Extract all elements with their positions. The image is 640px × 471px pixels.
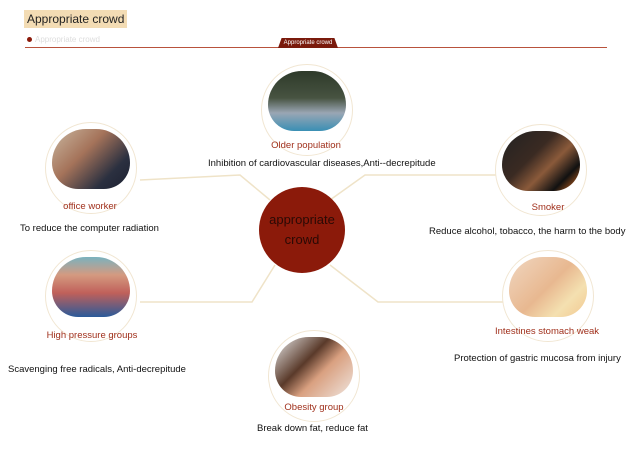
obesity-photo: [275, 337, 353, 397]
desc-high-pressure: Scavenging free radicals, Anti-decrepitu…: [8, 364, 186, 375]
subtitle: Appropriate crowd: [27, 35, 100, 44]
desc-intestines: Protection of gastric mucosa from injury: [454, 353, 621, 364]
line-top-right: [329, 174, 500, 201]
node-high-pressure: [45, 250, 137, 342]
node-intestines: [502, 250, 594, 342]
section-tab: Appropriate crowd: [278, 38, 338, 48]
line-bottom-right: [329, 264, 510, 303]
desc-smoker: Reduce alcohol, tobacco, the harm to the…: [429, 226, 626, 237]
intestines-photo: [509, 257, 587, 317]
subtitle-text: Appropriate crowd: [35, 35, 100, 44]
center-circle: appropriate crowd: [259, 187, 345, 273]
label-older-population: Older population: [271, 140, 341, 151]
label-intestines: Intestines stomach weak: [494, 326, 600, 337]
line-top: [139, 174, 271, 201]
node-older-population: [261, 64, 353, 156]
node-smoker: [495, 124, 587, 216]
desc-obesity: Break down fat, reduce fat: [257, 423, 368, 434]
high-pressure-photo: [52, 257, 130, 317]
desc-office-worker: To reduce the computer radiation: [20, 223, 159, 234]
smoker-photo: [502, 131, 580, 191]
line-bottom-left: [140, 264, 276, 303]
older-population-photo: [268, 71, 346, 131]
label-obesity: Obesity group: [284, 402, 344, 413]
page-title: Appropriate crowd: [24, 10, 128, 28]
label-office-worker: office worker: [63, 201, 117, 212]
node-office-worker: [45, 122, 137, 214]
bullet-icon: [27, 37, 32, 43]
node-obesity: [268, 330, 360, 422]
label-high-pressure: High pressure groups: [46, 330, 138, 341]
office-worker-photo: [52, 129, 130, 189]
desc-older-population: Inhibition of cardiovascular diseases,An…: [208, 158, 436, 169]
label-smoker: Smoker: [531, 202, 565, 213]
